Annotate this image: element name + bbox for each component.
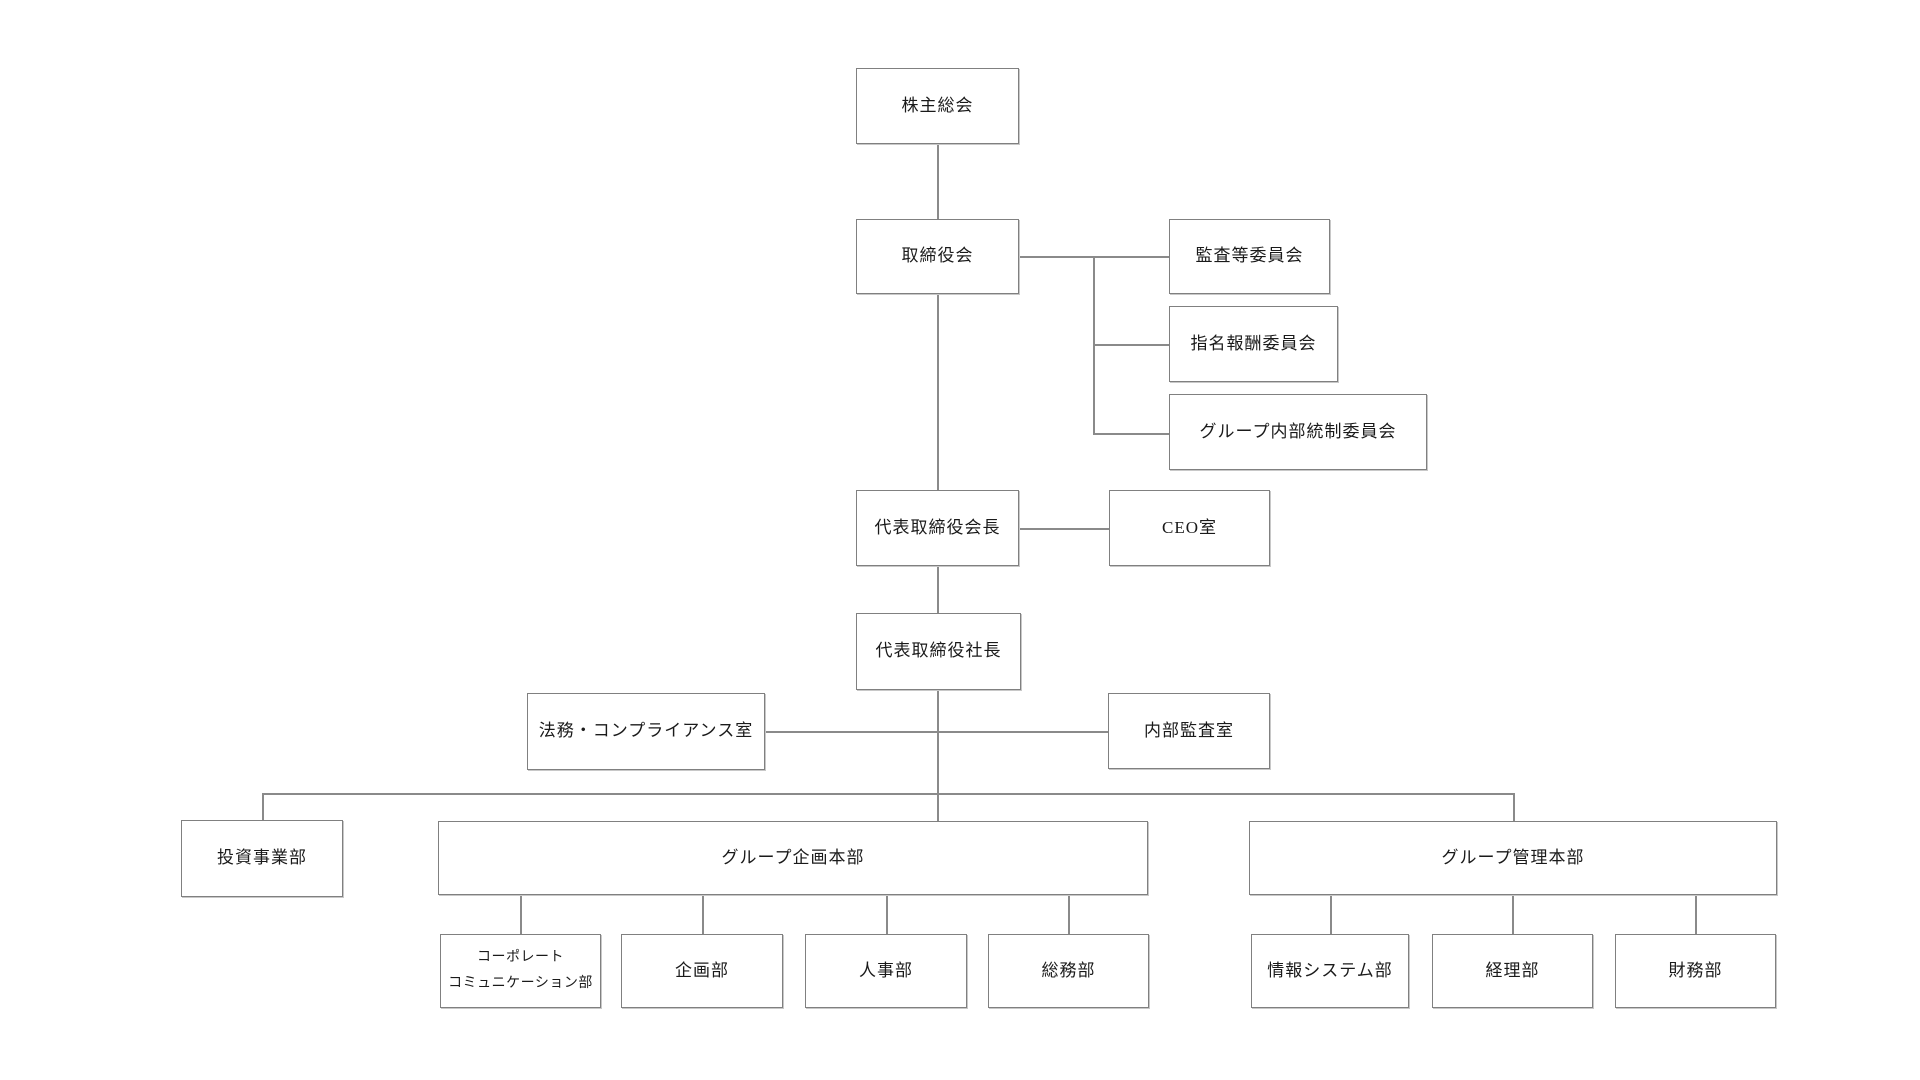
connector-board-to-chairman — [937, 294, 939, 490]
org-node-planning-dept: 企画部 — [621, 934, 783, 1008]
org-node-chairman: 代表取締役会長 — [856, 490, 1019, 566]
connector-drop-finance-dept — [1695, 895, 1697, 934]
org-node-label: 法務・コンプライアンス室 — [538, 721, 754, 741]
org-node-planning-hq: グループ企画本部 — [438, 821, 1148, 895]
org-node-label: 経理部 — [1485, 960, 1540, 980]
org-node-internal-audit: 内部監査室 — [1108, 693, 1270, 769]
connector-drop-planning-dept — [702, 895, 704, 934]
org-node-shareholders: 株主総会 — [856, 68, 1019, 144]
org-node-label: 監査等委員会 — [1195, 246, 1304, 266]
org-node-label: 代表取締役会長 — [874, 517, 1001, 537]
connector-drop-accounting-dept — [1512, 895, 1514, 934]
connector-drop-corp-comm — [520, 895, 522, 934]
org-node-label: 取締役会 — [901, 246, 974, 266]
org-node-president: 代表取締役社長 — [856, 613, 1021, 690]
connector-drop-hr-dept — [886, 895, 888, 934]
connector-drop-general-affairs-dept — [1068, 895, 1070, 934]
org-node-ceo-office: CEO室 — [1109, 490, 1270, 566]
connector-shareholders-to-board — [937, 144, 939, 219]
connector-drop-admin-hq — [1513, 793, 1515, 821]
org-node-corp-comm: コーポレート コミュニケーション部 — [440, 934, 601, 1008]
org-node-label: 総務部 — [1041, 960, 1096, 980]
org-node-general-affairs-dept: 総務部 — [988, 934, 1149, 1008]
connector-to-internal-control-committee — [1093, 433, 1169, 435]
connector-drop-info-systems-dept — [1330, 895, 1332, 934]
org-node-label: 株主総会 — [901, 95, 974, 115]
connector-drop-investment — [262, 793, 264, 821]
org-node-label: 財務部 — [1668, 960, 1723, 980]
org-node-label: コミュニケーション部 — [448, 976, 593, 991]
connector-chairman-to-president — [937, 566, 939, 613]
org-node-label: グループ管理本部 — [1441, 847, 1585, 867]
org-node-finance-dept: 財務部 — [1615, 934, 1776, 1008]
org-node-label: 指名報酬委員会 — [1190, 333, 1317, 353]
org-node-internal-control-committee: グループ内部統制委員会 — [1169, 394, 1427, 470]
connector-legal-to-internal-audit — [765, 731, 1110, 733]
org-node-label: 内部監査室 — [1144, 720, 1234, 740]
org-node-legal-compliance: 法務・コンプライアンス室 — [527, 693, 765, 770]
connector-drop-planning-hq — [937, 793, 939, 822]
org-node-label: 人事部 — [859, 960, 913, 980]
org-node-label: コーポレート — [477, 950, 564, 966]
org-node-admin-hq: グループ管理本部 — [1249, 821, 1777, 895]
org-node-info-systems-dept: 情報システム部 — [1251, 934, 1409, 1008]
org-node-label: グループ内部統制委員会 — [1199, 421, 1397, 441]
org-node-nomination-committee: 指名報酬委員会 — [1169, 306, 1338, 382]
org-node-label: 企画部 — [675, 960, 729, 980]
org-node-label: 情報システム部 — [1267, 960, 1393, 980]
org-node-hr-dept: 人事部 — [805, 934, 967, 1008]
org-node-audit-committee: 監査等委員会 — [1169, 219, 1330, 294]
org-node-accounting-dept: 経理部 — [1432, 934, 1593, 1008]
connector-president-down — [937, 689, 939, 794]
org-node-label: 投資事業部 — [217, 848, 307, 868]
org-node-label: CEO室 — [1162, 517, 1217, 537]
org-node-label: グループ企画本部 — [721, 847, 865, 867]
org-node-label: 代表取締役社長 — [875, 641, 1002, 661]
org-node-investment: 投資事業部 — [181, 820, 343, 897]
connector-to-nomination-committee — [1093, 344, 1169, 346]
connector-distribution-line — [262, 793, 1514, 795]
connector-chairman-to-ceo-office — [1019, 528, 1109, 530]
org-node-board: 取締役会 — [856, 219, 1019, 294]
